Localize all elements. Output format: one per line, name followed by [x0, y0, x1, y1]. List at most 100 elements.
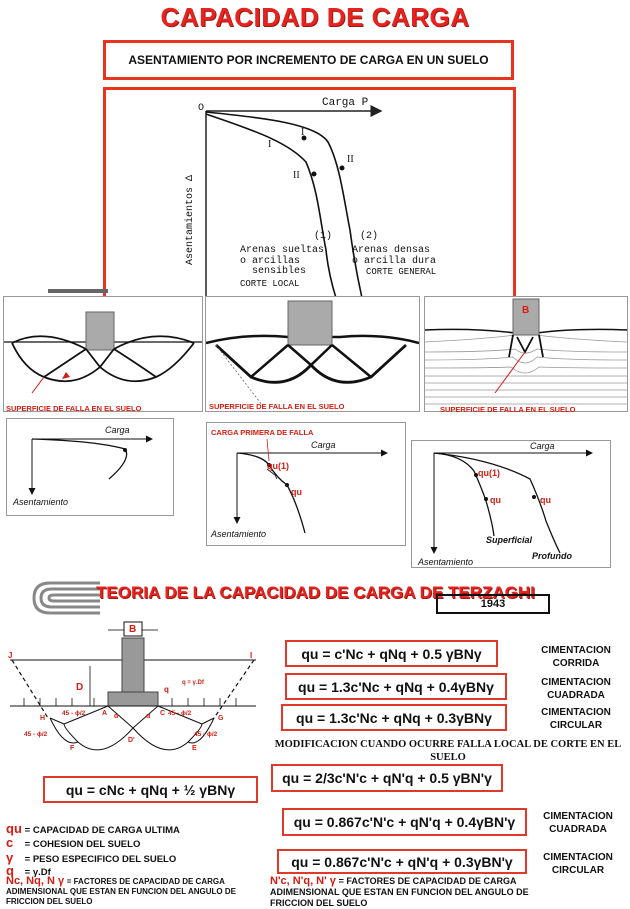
- point-2: [311, 171, 317, 177]
- label-circular-2: CIRCULAR: [549, 720, 603, 731]
- legend-q: q = γ.Df: [6, 863, 51, 878]
- angle3-label: 45 - ϕ/2: [24, 731, 48, 738]
- label-circular2-2: CIRCULAR: [551, 865, 605, 876]
- curve1-label-3: sensibles: [252, 265, 306, 277]
- legend-n2: N'c, N'q, N' γ = FACTORES DE CAPACIDAD D…: [270, 876, 570, 909]
- roman-II-b: II: [293, 170, 300, 181]
- load-panel-2: CARGA PRIMERA DE FALLA Carga qu(1) qu As…: [206, 422, 406, 546]
- load-panel-1: Carga Asentamiento: [6, 418, 174, 516]
- failure-label-2: SUPERFICIE DE FALLA EN EL SUELO: [209, 402, 345, 411]
- F-label: F: [70, 745, 75, 752]
- label-corrida-2: CORRIDA: [552, 658, 600, 669]
- footing-rect: [512, 298, 540, 336]
- curve2-label-1: Arenas densas: [352, 244, 430, 256]
- G-label: G: [218, 715, 224, 722]
- formula-corrida-text: qu = c'Nc + qNq + 0.5 γBNγ: [301, 645, 482, 662]
- label-circular2-1: CIMENTACION: [543, 852, 613, 863]
- terzaghi-year-box: 1943: [436, 594, 550, 614]
- main-chart: O Carga P Asentamientos Δ I I II II (1) …: [184, 97, 436, 298]
- x-axis-label: Carga P: [322, 97, 369, 109]
- curve1-label-4: CORTE LOCAL: [240, 279, 299, 289]
- curve2-label-3: CORTE GENERAL: [366, 267, 436, 277]
- legend-qu: qu = CAPACIDAD DE CARGA ULTIMA: [6, 821, 180, 836]
- B-label: B: [129, 624, 136, 635]
- failure-panel-local: [3, 296, 203, 412]
- footing-diagram: B D J I q q = γ.Df H A α α C G D' F E 45…: [8, 621, 256, 752]
- qu-label-2: qu: [540, 495, 551, 505]
- point-3: [339, 165, 345, 171]
- subtitle: ASENTAMIENTO POR INCREMENTO DE CARGA EN …: [128, 53, 489, 67]
- label-cuadrada-2: CUADRADA: [547, 690, 605, 701]
- curve1-number: (1): [314, 230, 332, 242]
- qu-label: qu: [291, 487, 302, 497]
- legend-n-sym: Nc, Nq, N γ: [6, 875, 65, 887]
- carga-label: Carga: [530, 441, 555, 451]
- legend-n-text: = FACTORES DE CAPACIDAD DE CARGA ADIMENS…: [6, 877, 236, 906]
- legend-c-text: = COHESION DEL SUELO: [24, 839, 141, 850]
- asentamiento-label: Asentamiento: [417, 557, 473, 567]
- formula-cuadrada: qu = 1.3c'Nc + qNq + 0.4γBNγ: [285, 673, 507, 700]
- carga-primera-label: CARGA PRIMERA DE FALLA: [211, 428, 314, 437]
- label-circular-2: CIMENTACION CIRCULAR: [530, 851, 626, 877]
- carga-label: Carga: [105, 425, 130, 435]
- footing-B-label: B: [522, 305, 529, 316]
- point-1: [301, 135, 307, 141]
- formula-circular: qu = 1.3c'Nc + qNq + 0.3γBNγ: [281, 704, 507, 731]
- legend-qu-sym: qu: [6, 821, 22, 836]
- main-chart-frame: O Carga P Asentamientos Δ I I II II (1) …: [103, 87, 516, 298]
- qu1-label: qu(1): [267, 461, 289, 471]
- curve-general: [205, 111, 363, 298]
- roman-II-a: II: [347, 154, 354, 165]
- label-circular-1: CIMENTACION: [541, 707, 611, 718]
- formula-local-cuadrada: qu = 0.867c'N'c + qN'q + 0.4γBN'γ: [282, 808, 527, 836]
- failure-panel-general: [205, 296, 420, 412]
- formula-local-cuadrada-text: qu = 0.867c'N'c + qN'q + 0.4γBN'γ: [293, 814, 516, 830]
- J-label: J: [8, 651, 12, 660]
- terzaghi-year: 1943: [480, 598, 506, 610]
- footing-rect: [287, 300, 333, 346]
- legend-c: c = COHESION DEL SUELO: [6, 835, 140, 850]
- subtitle-box: ASENTAMIENTO POR INCREMENTO DE CARGA EN …: [103, 40, 514, 80]
- terzaghi-title: TEORIA DE LA CAPACIDAD DE CARGA DE TERZA…: [96, 583, 535, 602]
- failure-panel-punch: B: [424, 296, 628, 412]
- terzaghi-logo: [32, 581, 100, 615]
- formula-local-circular: qu = 0.867c'N'c + qN'q + 0.3γBN'γ: [277, 849, 527, 874]
- footing: [107, 691, 159, 707]
- D-label: D: [76, 682, 83, 693]
- formula-local-corrida: qu = 2/3c'N'c + qN'q + 0.5 γBN'γ: [271, 764, 503, 792]
- angle1-label: 45 - ϕ/2: [62, 710, 86, 717]
- formula-corrida: qu = c'Nc + qNq + 0.5 γBNγ: [285, 640, 498, 667]
- A-label: A: [102, 710, 107, 717]
- carga-label: Carga: [311, 440, 336, 450]
- alpha1-label: α: [114, 713, 119, 720]
- origin-label: O: [198, 103, 204, 114]
- legend-g-sym: γ: [6, 850, 14, 865]
- legend-n: Nc, Nq, N γ = FACTORES DE CAPACIDAD DE C…: [6, 876, 266, 907]
- q-label: q: [164, 685, 169, 694]
- B-box: [123, 621, 143, 637]
- angle2-label: 45 - ϕ/2: [168, 710, 192, 717]
- curve1-label-1: Arenas sueltas: [240, 244, 324, 256]
- Dp-label: D': [128, 737, 135, 744]
- E-label: E: [192, 745, 197, 752]
- alpha2-label: α: [146, 713, 151, 720]
- page-title: CAPACIDAD DE CARGA: [160, 2, 470, 32]
- formula-general: qu = cNc + qNq + ½ γBNγ: [43, 776, 258, 803]
- superficial-label: Superficial: [486, 535, 533, 545]
- gray-bar: [48, 289, 108, 293]
- qu-label-1: qu: [490, 495, 501, 505]
- footing-rect: [85, 311, 115, 351]
- y-axis-label: Asentamientos Δ: [184, 175, 196, 265]
- legend-n2-sym: N'c, N'q, N' γ: [270, 875, 336, 887]
- formula-general-text: qu = cNc + qNq + ½ γBNγ: [65, 781, 236, 798]
- failure-label-3: SUPERFICIE DE FALLA EN EL SUELO: [440, 405, 576, 414]
- roman-I-b: I: [268, 139, 271, 150]
- asentamiento-label: Asentamiento: [210, 529, 266, 539]
- modificacion-text: MODIFICACION CUANDO OCURRE FALLA LOCAL D…: [274, 739, 622, 763]
- qu1-label: qu(1): [478, 468, 500, 478]
- legend-q-text: = γ.Df: [24, 867, 51, 878]
- formula-cuadrada-text: qu = 1.3c'Nc + qNq + 0.4γBNγ: [298, 678, 494, 695]
- formula-local-circular-text: qu = 0.867c'N'c + qN'q + 0.3γBN'γ: [291, 853, 513, 870]
